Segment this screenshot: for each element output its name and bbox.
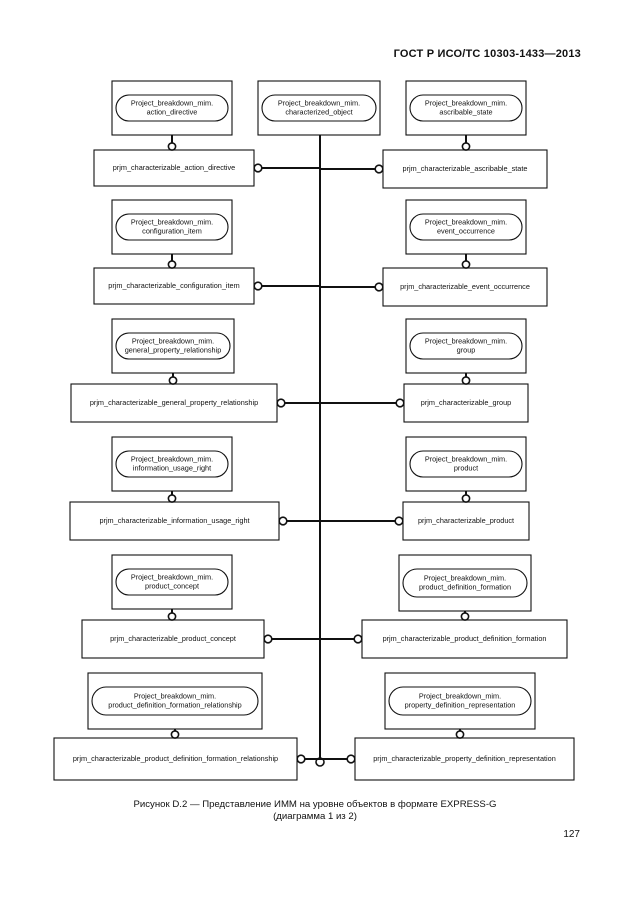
right-2-branch-circle	[374, 282, 384, 292]
right-1-select-label: prjm_characterizable_ascribable_state	[403, 164, 528, 173]
left-3-entity-ref-oval	[115, 332, 231, 360]
left-5-select-label: prjm_characterizable_product_concept	[110, 634, 236, 643]
right-6-branch-circle	[346, 754, 356, 764]
right-1-entity-label-line-1: Project_breakdown_mim.	[425, 98, 507, 107]
left-1-entity-label-line-1: Project_breakdown_mim.	[131, 98, 213, 107]
left-4-entity-ref-oval	[115, 450, 229, 478]
right-3-entity-circle	[461, 376, 471, 385]
right-5-entity-label-line-2: product_definition_formation	[419, 582, 511, 591]
left-3-entity-circle	[168, 376, 178, 385]
right-2-select-box	[382, 267, 548, 307]
left-3-entity-label-line-2: general_property_relationship	[125, 345, 222, 354]
left-5-branch-circle	[263, 634, 273, 644]
left-2-branch-circle	[253, 281, 263, 291]
left-3-select-box	[70, 383, 278, 423]
left-4-entity-label-line-2: information_usage_right	[133, 463, 211, 472]
left-5-select-box	[81, 619, 265, 659]
right-6-select-label: prjm_characterizable_property_definition…	[373, 754, 556, 763]
right-5-select-label: prjm_characterizable_product_definition_…	[383, 634, 547, 643]
left-6-entity-label-line-2: product_definition_formation_relationshi…	[108, 700, 241, 709]
right-4-branch-circle	[394, 516, 404, 526]
right-1-entity-ref-oval	[409, 94, 523, 122]
right-4-select-label: prjm_characterizable_product	[418, 516, 514, 525]
left-6-entity-label-line-1: Project_breakdown_mim.	[134, 691, 216, 700]
right-2-entity-label-line-1: Project_breakdown_mim.	[425, 217, 507, 226]
right-5-branch-circle	[353, 634, 363, 644]
right-6-entity-ref-oval	[388, 686, 532, 716]
right-2-entity-circle	[461, 260, 471, 269]
right-3-entity-label-line-2: group	[457, 345, 476, 354]
right-5-entity-circle	[460, 612, 470, 621]
left-6-entity-circle	[170, 730, 180, 739]
left-4-select-label: prjm_characterizable_information_usage_r…	[99, 516, 249, 525]
left-1-entity-label-line-2: action_directive	[147, 107, 198, 116]
caption-line-2: (диаграмма 1 из 2)	[273, 811, 357, 822]
left-2-entity-circle	[167, 260, 177, 269]
center-entity-ref-oval	[261, 94, 377, 122]
left-3-select-label: prjm_characterizable_general_property_re…	[90, 398, 258, 407]
right-3-branch-circle	[395, 398, 405, 408]
left-5-entity-ref-oval	[115, 568, 229, 596]
right-1-entity-label-line-2: ascribable_state	[439, 107, 492, 116]
right-1-entity-circle	[461, 142, 471, 151]
left-2-entity-label-line-2: configuration_item	[142, 226, 202, 235]
right-4-entity-circle	[461, 494, 471, 503]
right-6-entity-circle	[455, 730, 465, 739]
right-2-entity-ref-oval	[409, 213, 523, 241]
right-4-entity-label-line-2: product	[454, 463, 478, 472]
left-2-entity-label-line-1: Project_breakdown_mim.	[131, 217, 213, 226]
left-2-entity-ref-oval	[115, 213, 229, 241]
express-g-diagram: Project_breakdown_mim.characterized_obje…	[53, 80, 575, 781]
left-5-entity-label-line-1: Project_breakdown_mim.	[131, 572, 213, 581]
right-2-select-label: prjm_characterizable_event_occurrence	[400, 282, 530, 291]
left-1-entity-ref-oval	[115, 94, 229, 122]
left-5-entity-label-line-2: product_concept	[145, 581, 199, 590]
left-6-select-label: prjm_characterizable_product_definition_…	[73, 754, 278, 763]
center-entity-label-line-1: Project_breakdown_mim.	[278, 98, 360, 107]
left-4-entity-label-line-1: Project_breakdown_mim.	[131, 454, 213, 463]
right-4-select-box	[402, 501, 530, 541]
center-entity-label-line-2: characterized_object	[285, 107, 352, 116]
right-5-entity-label-line-1: Project_breakdown_mim.	[424, 573, 506, 582]
left-1-select-box	[93, 149, 255, 187]
right-1-branch-circle	[374, 164, 384, 174]
caption-line-1: Рисунок D.2 — Представление ИММ на уровн…	[133, 799, 497, 810]
right-1-select-box	[382, 149, 548, 189]
left-3-branch-circle	[276, 398, 286, 408]
left-2-select-label: prjm_characterizable_configuration_item	[108, 281, 239, 290]
right-6-entity-label-line-2: property_definition_representation	[405, 700, 516, 709]
right-5-select-box	[361, 619, 568, 659]
left-1-branch-circle	[253, 163, 263, 173]
left-1-entity-circle	[167, 142, 177, 151]
right-2-entity-label-line-2: event_occurrence	[437, 226, 495, 235]
right-5-entity-ref-oval	[402, 568, 528, 598]
left-4-entity-circle	[167, 494, 177, 503]
right-3-entity-label-line-1: Project_breakdown_mim.	[425, 336, 507, 345]
right-6-entity-label-line-1: Project_breakdown_mim.	[419, 691, 501, 700]
left-5-entity-circle	[167, 612, 177, 621]
left-4-select-box	[69, 501, 280, 541]
left-3-entity-label-line-1: Project_breakdown_mim.	[132, 336, 214, 345]
right-4-entity-ref-oval	[409, 450, 523, 478]
left-1-select-label: prjm_characterizable_action_directive	[113, 163, 236, 172]
standard-designation: ГОСТ Р ИСО/ТС 10303-1433—2013	[393, 48, 581, 60]
left-6-branch-circle	[296, 754, 306, 764]
right-3-entity-ref-oval	[409, 332, 523, 360]
right-4-entity-label-line-1: Project_breakdown_mim.	[425, 454, 507, 463]
right-6-select-box	[354, 737, 575, 781]
left-4-branch-circle	[278, 516, 288, 526]
right-3-select-label: prjm_characterizable_group	[421, 398, 511, 407]
figure-caption: Рисунок D.2 — Представление ИММ на уровн…	[0, 799, 630, 823]
left-6-entity-ref-oval	[91, 686, 259, 716]
page-number: 127	[563, 829, 580, 840]
